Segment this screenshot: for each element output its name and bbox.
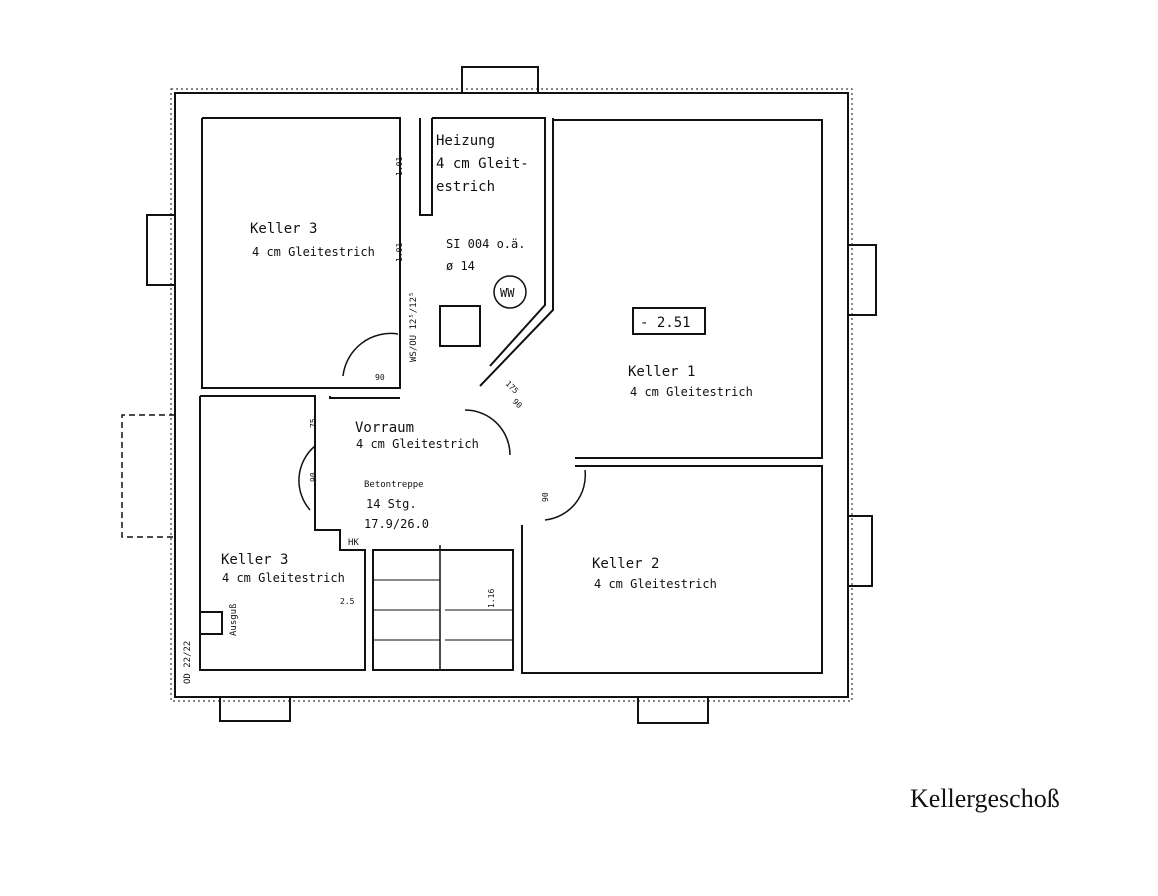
vorraum-floor: 4 cm Gleitestrich bbox=[356, 437, 479, 451]
keller3-bottom-name: Keller 3 bbox=[221, 552, 288, 568]
window-left bbox=[146, 214, 176, 286]
wall-heizung-inner bbox=[419, 118, 433, 216]
dim-2: 1.01 bbox=[395, 243, 404, 262]
heizung-name: Heizung bbox=[436, 133, 495, 149]
wall-heizung-diag bbox=[479, 118, 554, 387]
keller1-name: Keller 1 bbox=[628, 364, 695, 380]
level-marker-box bbox=[632, 307, 706, 335]
shaft-label: WS/OU 12⁵/12⁵ bbox=[409, 292, 419, 362]
stair-line2: 14 Stg. bbox=[366, 497, 417, 511]
shaft-box bbox=[439, 305, 481, 347]
window-bottom-right bbox=[637, 696, 709, 724]
window-right-1 bbox=[847, 244, 877, 316]
dim-6: 90 bbox=[541, 492, 550, 502]
level-marker: - 2.51 bbox=[640, 315, 691, 331]
dim-10: 1.16 bbox=[487, 589, 496, 608]
window-bottom-left bbox=[219, 696, 291, 722]
drain-label: OD 22/22 bbox=[183, 641, 193, 684]
keller1-floor: 4 cm Gleitestrich bbox=[630, 385, 753, 399]
dim-8: 90 bbox=[511, 397, 524, 410]
window-right-2 bbox=[847, 515, 873, 587]
wall-keller1 bbox=[553, 119, 823, 459]
door-arc-heizung bbox=[464, 409, 511, 456]
insulation-edge bbox=[170, 88, 853, 702]
window-top bbox=[461, 66, 539, 94]
ww-label: WW bbox=[500, 286, 515, 300]
keller2-floor: 4 cm Gleitestrich bbox=[594, 577, 717, 591]
sink bbox=[199, 611, 223, 635]
dim-5: 90 bbox=[309, 472, 318, 482]
heizung-floor-1: 4 cm Gleit- bbox=[436, 156, 529, 172]
dim-9: 2.5 bbox=[340, 597, 355, 606]
keller3-bottom-floor: 4 cm Gleitestrich bbox=[222, 571, 345, 585]
keller3-top-floor: 4 cm Gleitestrich bbox=[252, 245, 375, 259]
drawing-caption: Kellergeschoß bbox=[910, 784, 1060, 813]
stair-line1: Betontreppe bbox=[364, 480, 424, 490]
dim-3: 90 bbox=[375, 373, 385, 382]
wall-vorraum bbox=[329, 396, 400, 399]
heizung-chimney: SI 004 o.ä. bbox=[446, 237, 525, 251]
dim-7: 175 bbox=[504, 379, 521, 396]
ausguss-label: Ausguß bbox=[229, 603, 239, 636]
heizung-floor-2: estrich bbox=[436, 179, 495, 195]
keller2-name: Keller 2 bbox=[592, 556, 659, 572]
dim-1: 1.01 bbox=[395, 157, 404, 176]
hk-label: HK bbox=[348, 538, 359, 548]
wall-keller3-bottom bbox=[199, 395, 366, 671]
dashed-extension bbox=[121, 414, 175, 538]
door-arc-keller3 bbox=[342, 332, 399, 377]
ww-tank bbox=[493, 275, 527, 309]
wall-keller3-top bbox=[201, 117, 401, 389]
keller3-top-name: Keller 3 bbox=[250, 221, 317, 237]
vorraum-name: Vorraum bbox=[355, 420, 414, 436]
heizung-chimney-dia: ø 14 bbox=[446, 259, 475, 273]
wall-heizung bbox=[432, 117, 546, 367]
wall-keller2 bbox=[521, 465, 823, 674]
door-arc-vorraum-left bbox=[298, 445, 316, 511]
door-arc-keller2 bbox=[544, 469, 587, 521]
stair-line3: 17.9/26.0 bbox=[364, 517, 429, 531]
dim-4: 75 bbox=[309, 418, 318, 428]
